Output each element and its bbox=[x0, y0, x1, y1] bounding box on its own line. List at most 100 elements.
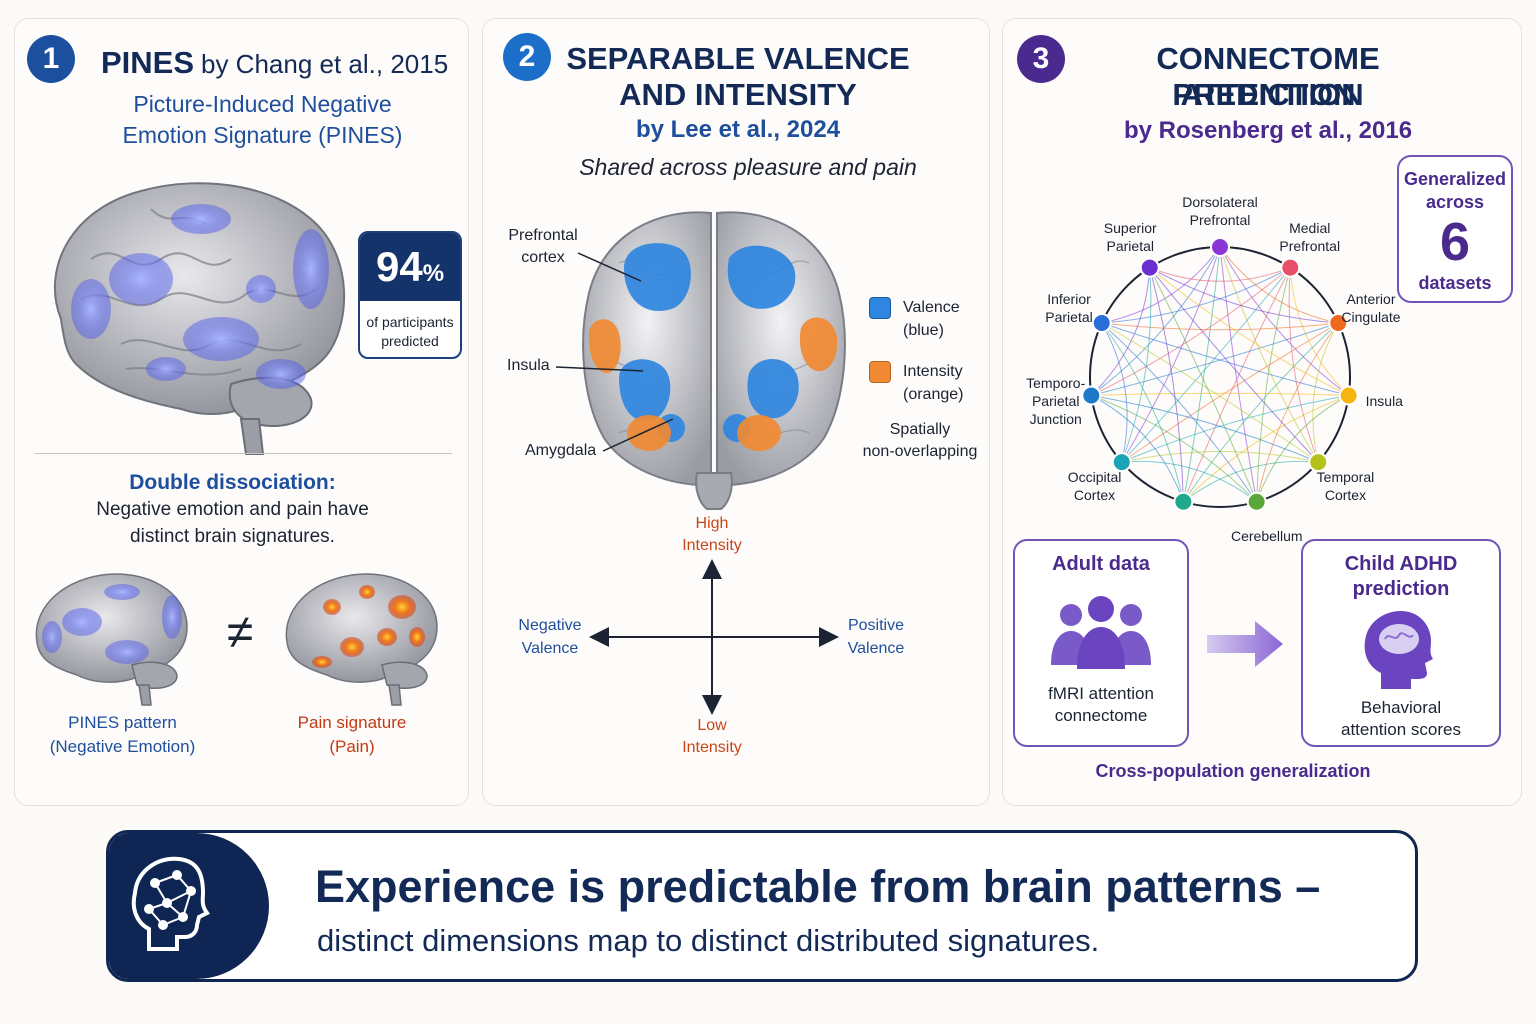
connectome-edge bbox=[1219, 246, 1339, 324]
child-adhd-title-2: prediction bbox=[1352, 578, 1450, 600]
connectome-edge bbox=[1091, 392, 1349, 397]
connectome-node-label-line: Cerebellum bbox=[1230, 528, 1303, 545]
divider bbox=[35, 453, 452, 454]
child-adhd-title-1: Child ADHD bbox=[1344, 553, 1458, 575]
dd-text-1: Negative emotion and pain have bbox=[96, 499, 369, 520]
connectome-node-label-line: Insula bbox=[1365, 392, 1403, 409]
connectome-node bbox=[1246, 491, 1267, 512]
legend-intensity-2: (orange) bbox=[903, 386, 964, 403]
connectome-node bbox=[1210, 237, 1230, 257]
dd-text-2: distinct brain signatures. bbox=[130, 526, 335, 547]
legend-valence-1: Valence bbox=[903, 299, 960, 316]
connectome-edge bbox=[1183, 460, 1319, 503]
connectome-node-label-line: Cortex bbox=[1073, 486, 1116, 503]
conclusion-banner: Experience is predictable from brain pat… bbox=[106, 830, 1418, 982]
pines-brain-illustration bbox=[53, 182, 346, 455]
connectome-edge bbox=[1312, 322, 1339, 463]
step-badge-3: 3 bbox=[1017, 35, 1065, 83]
adult-data-card: Adult data fMRI attention connectome bbox=[1013, 539, 1189, 747]
label-prefrontal-1: Prefrontal bbox=[508, 227, 578, 244]
connectome-node-label-line: Medial bbox=[1289, 220, 1331, 237]
panel3-citation: by Rosenberg et al., 2016 bbox=[1123, 117, 1413, 144]
connectome-node-label-line: Dorsolateral bbox=[1182, 194, 1258, 210]
panel2-title-2: AND INTENSITY bbox=[619, 77, 857, 112]
connectome-node-label: Cerebellum bbox=[1212, 527, 1322, 545]
connectome-node-label-line: Parietal bbox=[1106, 238, 1154, 255]
connectome-edge bbox=[1101, 322, 1258, 503]
generalization-caption: Cross-population generalization bbox=[1095, 761, 1371, 781]
connectome-graph bbox=[1081, 237, 1359, 512]
pain-signature-brain bbox=[285, 573, 438, 706]
connectome-edge bbox=[1121, 246, 1221, 463]
panel1-citation: by Chang et al., 2015 bbox=[201, 49, 449, 79]
connectome-edge bbox=[1101, 322, 1339, 331]
connectome-node bbox=[1173, 491, 1194, 512]
connectome-edge bbox=[1256, 267, 1291, 502]
legend-valence-2: (blue) bbox=[903, 322, 944, 339]
note-spatially: Spatially bbox=[889, 421, 951, 438]
brain-network-icon bbox=[109, 833, 269, 979]
axis-low-1: Low bbox=[697, 717, 727, 734]
connectome-edge bbox=[1182, 246, 1221, 502]
pines-pattern-label-2: (Negative Emotion) bbox=[49, 737, 196, 756]
adult-data-title: Adult data bbox=[1052, 553, 1150, 575]
connectome-node-label-line: Parietal bbox=[1031, 392, 1080, 409]
connectome-node-label-line: Junction bbox=[1029, 410, 1082, 427]
connectome-edge bbox=[1149, 267, 1349, 396]
pines-pattern-brain bbox=[35, 573, 188, 706]
axis-high-2: Intensity bbox=[682, 537, 742, 554]
panel2-citation: by Lee et al., 2024 bbox=[635, 116, 841, 143]
banner-headline: Experience is predictable from brain pat… bbox=[315, 861, 1321, 912]
transfer-arrow-icon bbox=[1207, 621, 1283, 667]
connectome-edge bbox=[1149, 267, 1184, 502]
adult-data-text-2: connectome bbox=[1054, 706, 1148, 725]
pain-signature-label-2: (Pain) bbox=[329, 737, 375, 756]
label-amygdala: Amygdala bbox=[525, 442, 597, 459]
connectome-edge bbox=[1101, 322, 1349, 396]
connectome-node bbox=[1081, 385, 1102, 406]
stat-card: 94% of participants predicted bbox=[358, 231, 462, 359]
connectome-edge bbox=[1289, 267, 1350, 396]
step-badge-1: 1 bbox=[27, 35, 75, 83]
axis-negative-1: Negative bbox=[518, 617, 582, 634]
connectome-node bbox=[1328, 312, 1349, 333]
step-badge-2: 2 bbox=[503, 33, 551, 81]
panel3-title-1: CONNECTOME ATTENTION bbox=[1156, 41, 1380, 112]
pain-signature-label-1: Pain signature bbox=[297, 713, 407, 732]
stat-label-2: predicted bbox=[381, 333, 439, 349]
label-prefrontal-2: cortex bbox=[521, 249, 565, 266]
generalized-label-3: datasets bbox=[1418, 273, 1492, 293]
panel3-title-2: PREDICTION bbox=[1172, 77, 1364, 112]
generalized-value: 6 bbox=[1439, 212, 1471, 272]
brain-label-leaders bbox=[555, 252, 674, 452]
connectome-node bbox=[1091, 312, 1112, 333]
connectome-edge bbox=[1101, 246, 1221, 324]
child-adhd-text-1: Behavioral bbox=[1360, 698, 1442, 717]
connectome-edge bbox=[1149, 267, 1319, 463]
connectome-edge bbox=[1121, 460, 1257, 503]
note-non-overlapping: non-overlapping bbox=[862, 443, 978, 460]
connectome-node-label: Insula bbox=[1329, 392, 1439, 410]
connectome-node-label-line: Anterior bbox=[1346, 291, 1396, 308]
legend-valence-swatch bbox=[869, 297, 891, 319]
connectome-node bbox=[1139, 257, 1160, 278]
child-adhd-text-2: attention scores bbox=[1340, 720, 1461, 739]
connectome-edge bbox=[1091, 322, 1339, 396]
connectome-edge bbox=[1090, 267, 1151, 396]
stat-label-1: of participants bbox=[366, 314, 454, 330]
connectome-edge bbox=[1219, 246, 1258, 502]
banner-subline: distinct dimensions map to distinct dist… bbox=[317, 923, 1100, 958]
connectome-node-label-line: Temporo- bbox=[1026, 374, 1086, 391]
panel1-subtitle-1: Picture-Induced Negative bbox=[133, 91, 392, 117]
connectome-edge bbox=[1101, 322, 1128, 463]
connectome-edge bbox=[1149, 267, 1291, 282]
panel2-tagline: Shared across pleasure and pain bbox=[579, 154, 917, 180]
people-group-icon bbox=[1051, 596, 1151, 669]
axis-negative-2: Valence bbox=[521, 640, 579, 657]
